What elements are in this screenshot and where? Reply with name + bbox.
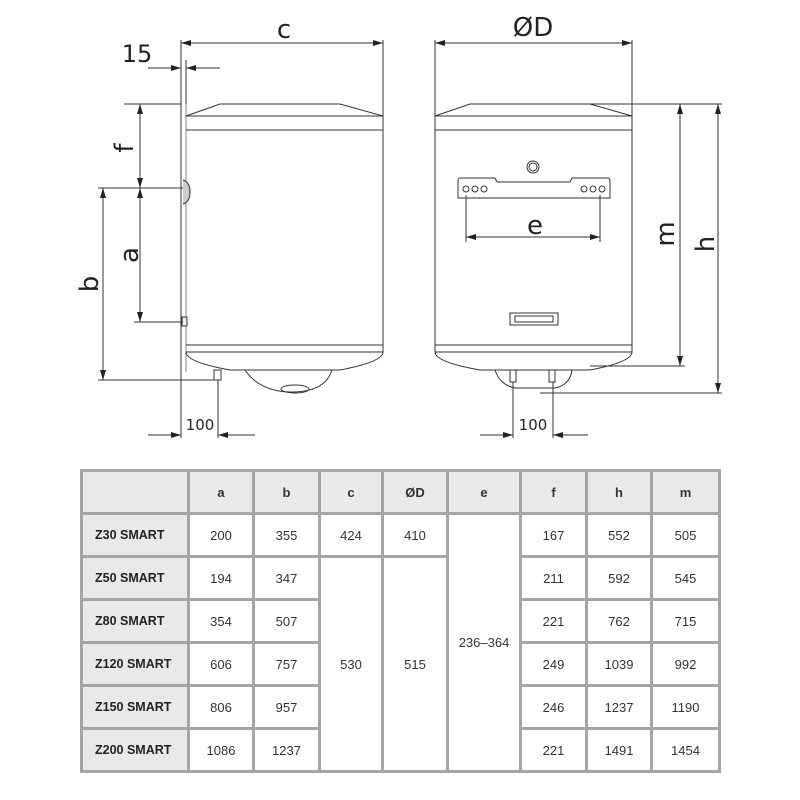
cell-h: 592 [585, 555, 653, 601]
cell-b: 957 [252, 684, 321, 730]
cell-b: 355 [252, 512, 321, 558]
cell-h: 552 [585, 512, 653, 558]
table-header-row: a b c ØD e f h m [80, 469, 721, 515]
table-row: Z120 SMART 606 757 249 1039 992 [80, 641, 721, 687]
table-row: Z50 SMART 194 347 530 515 211 592 545 [80, 555, 721, 773]
cell-m: 1190 [650, 684, 721, 730]
model-name: Z150 SMART [80, 684, 190, 730]
cell-f: 221 [519, 598, 588, 644]
cell-f: 221 [519, 727, 588, 773]
header-f: f [519, 469, 588, 515]
cell-m: 505 [650, 512, 721, 558]
header-b: b [252, 469, 321, 515]
cell-h: 1237 [585, 684, 653, 730]
table-row: Z80 SMART 354 507 221 762 715 [80, 598, 721, 644]
dim-label-a: a [115, 247, 145, 263]
table-row: Z200 SMART 1086 1237 221 1491 1454 [80, 727, 721, 773]
cell-a: 806 [187, 684, 255, 730]
dim-label-e: e [527, 211, 543, 241]
cell-c: 424 [318, 512, 384, 558]
cell-b: 757 [252, 641, 321, 687]
dim-label-offset: 15 [122, 40, 153, 68]
cell-h: 762 [585, 598, 653, 644]
cell-b: 507 [252, 598, 321, 644]
cell-m: 992 [650, 641, 721, 687]
cell-b: 1237 [252, 727, 321, 773]
table-row: Z30 SMART 200 355 424 410 236–364 167 55… [80, 512, 721, 773]
cell-m: 1454 [650, 727, 721, 773]
header-c: c [318, 469, 384, 515]
front-view-tank [434, 40, 633, 389]
header-model [80, 469, 190, 515]
cell-a: 1086 [187, 727, 255, 773]
cell-a: 200 [187, 512, 255, 558]
dim-label-h: h [691, 236, 721, 252]
dim-label-c: c [277, 15, 291, 45]
dimensions-table: a b c ØD e f h m Z30 SMART 200 355 424 4… [80, 469, 721, 773]
model-name: Z120 SMART [80, 641, 190, 687]
dim-label-b: b [75, 276, 105, 293]
model-name: Z50 SMART [80, 555, 190, 601]
header-h: h [585, 469, 653, 515]
dim-label-f: f [110, 143, 140, 153]
water-heater-dimension-drawing: c 15 f a b 100 ØD e m h 100 [75, 13, 722, 438]
cell-e: 236–364 [446, 512, 522, 773]
cell-f: 211 [519, 555, 588, 601]
cell-d: 410 [381, 512, 449, 558]
model-name: Z30 SMART [80, 512, 190, 558]
cell-a: 194 [187, 555, 255, 601]
model-name: Z200 SMART [80, 727, 190, 773]
header-e: e [446, 469, 522, 515]
cell-m: 715 [650, 598, 721, 644]
dim-label-m: m [651, 221, 681, 246]
cell-c: 530 [318, 555, 384, 773]
dim-label-pipe-left: 100 [186, 416, 215, 434]
cell-h: 1491 [585, 727, 653, 773]
cell-a: 606 [187, 641, 255, 687]
side-view-tank [180, 40, 384, 438]
header-m: m [650, 469, 721, 515]
cell-h: 1039 [585, 641, 653, 687]
header-a: a [187, 469, 255, 515]
cell-m: 545 [650, 555, 721, 601]
dim-label-pipe-right: 100 [519, 416, 548, 434]
model-name: Z80 SMART [80, 598, 190, 644]
cell-f: 246 [519, 684, 588, 730]
cell-d: 515 [381, 555, 449, 773]
header-d: ØD [381, 469, 449, 515]
cell-f: 167 [519, 512, 588, 558]
cell-a: 354 [187, 598, 255, 644]
cell-b: 347 [252, 555, 321, 601]
dim-label-diameter: ØD [513, 13, 554, 43]
table-row: Z150 SMART 806 957 246 1237 1190 [80, 684, 721, 730]
cell-f: 249 [519, 641, 588, 687]
